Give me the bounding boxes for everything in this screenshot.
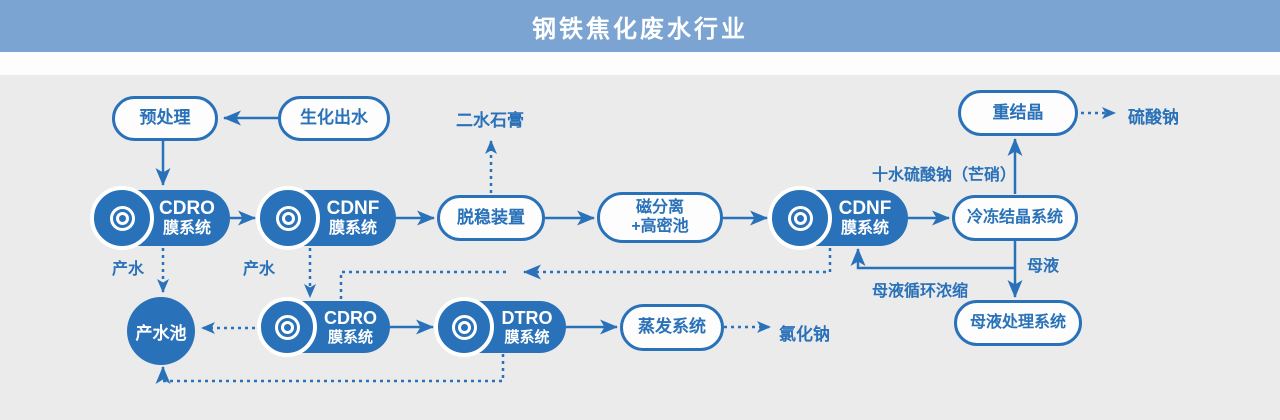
- line-dtro-return-to-pool: [155, 354, 505, 384]
- page-title: 钢铁焦化废水行业: [532, 15, 748, 43]
- header-bar: 钢铁焦化废水行业: [0, 0, 1280, 52]
- label-mother-liquor: 母液: [1027, 258, 1060, 275]
- label-mother-liquor-recycle: 母液循环浓缩: [872, 283, 969, 300]
- node-cdnf-membrane-2: CDNF 膜系统: [768, 186, 908, 250]
- node-mother-liquor-system: 母液处理系统: [954, 300, 1082, 346]
- line-cdnf2-return-tail: [339, 270, 506, 299]
- membrane-disc-icon: [768, 186, 832, 250]
- node-evaporation: 蒸发系统: [620, 304, 724, 351]
- node-cdro-membrane-2: CDRO 膜系统: [257, 297, 390, 357]
- membrane-disc-icon: [434, 297, 494, 357]
- node-cdro-membrane-1: CDRO 膜系统: [90, 186, 230, 250]
- node-destabilizer: 脱稳装置: [437, 195, 545, 241]
- node-magnetic-separation: 磁分离 +高密池: [597, 192, 723, 243]
- node-freeze-crystallization: 冷冻结晶系统: [952, 195, 1078, 241]
- label-sodium-chloride: 氯化钠: [779, 325, 830, 344]
- membrane-disc-icon: [256, 186, 320, 250]
- label-product-water-right: 产水: [243, 261, 276, 278]
- node-recrystallization: 重结晶: [958, 90, 1078, 136]
- header-divider: [0, 52, 1280, 75]
- line-cdnf2-return-head: [523, 248, 832, 280]
- node-bio-effluent: 生化出水: [278, 96, 390, 141]
- node-product-water-pool: 产水池: [127, 297, 195, 365]
- label-sodium-sulfate: 硫酸钠: [1128, 108, 1179, 127]
- label-product-water-left: 产水: [112, 261, 145, 278]
- node-cdnf-membrane-1: CDNF 膜系统: [256, 186, 396, 250]
- node-dtro-membrane: DTRO 膜系统: [434, 297, 566, 357]
- membrane-disc-icon: [257, 297, 317, 357]
- label-glauber-salt: 十水硫酸钠（芒硝）: [872, 167, 1017, 184]
- arrow-recycle-to-cdnf2: [850, 248, 1015, 270]
- membrane-disc-icon: [90, 186, 154, 250]
- node-pretreatment: 预处理: [112, 96, 218, 141]
- label-gypsum: 二水石膏: [456, 111, 524, 130]
